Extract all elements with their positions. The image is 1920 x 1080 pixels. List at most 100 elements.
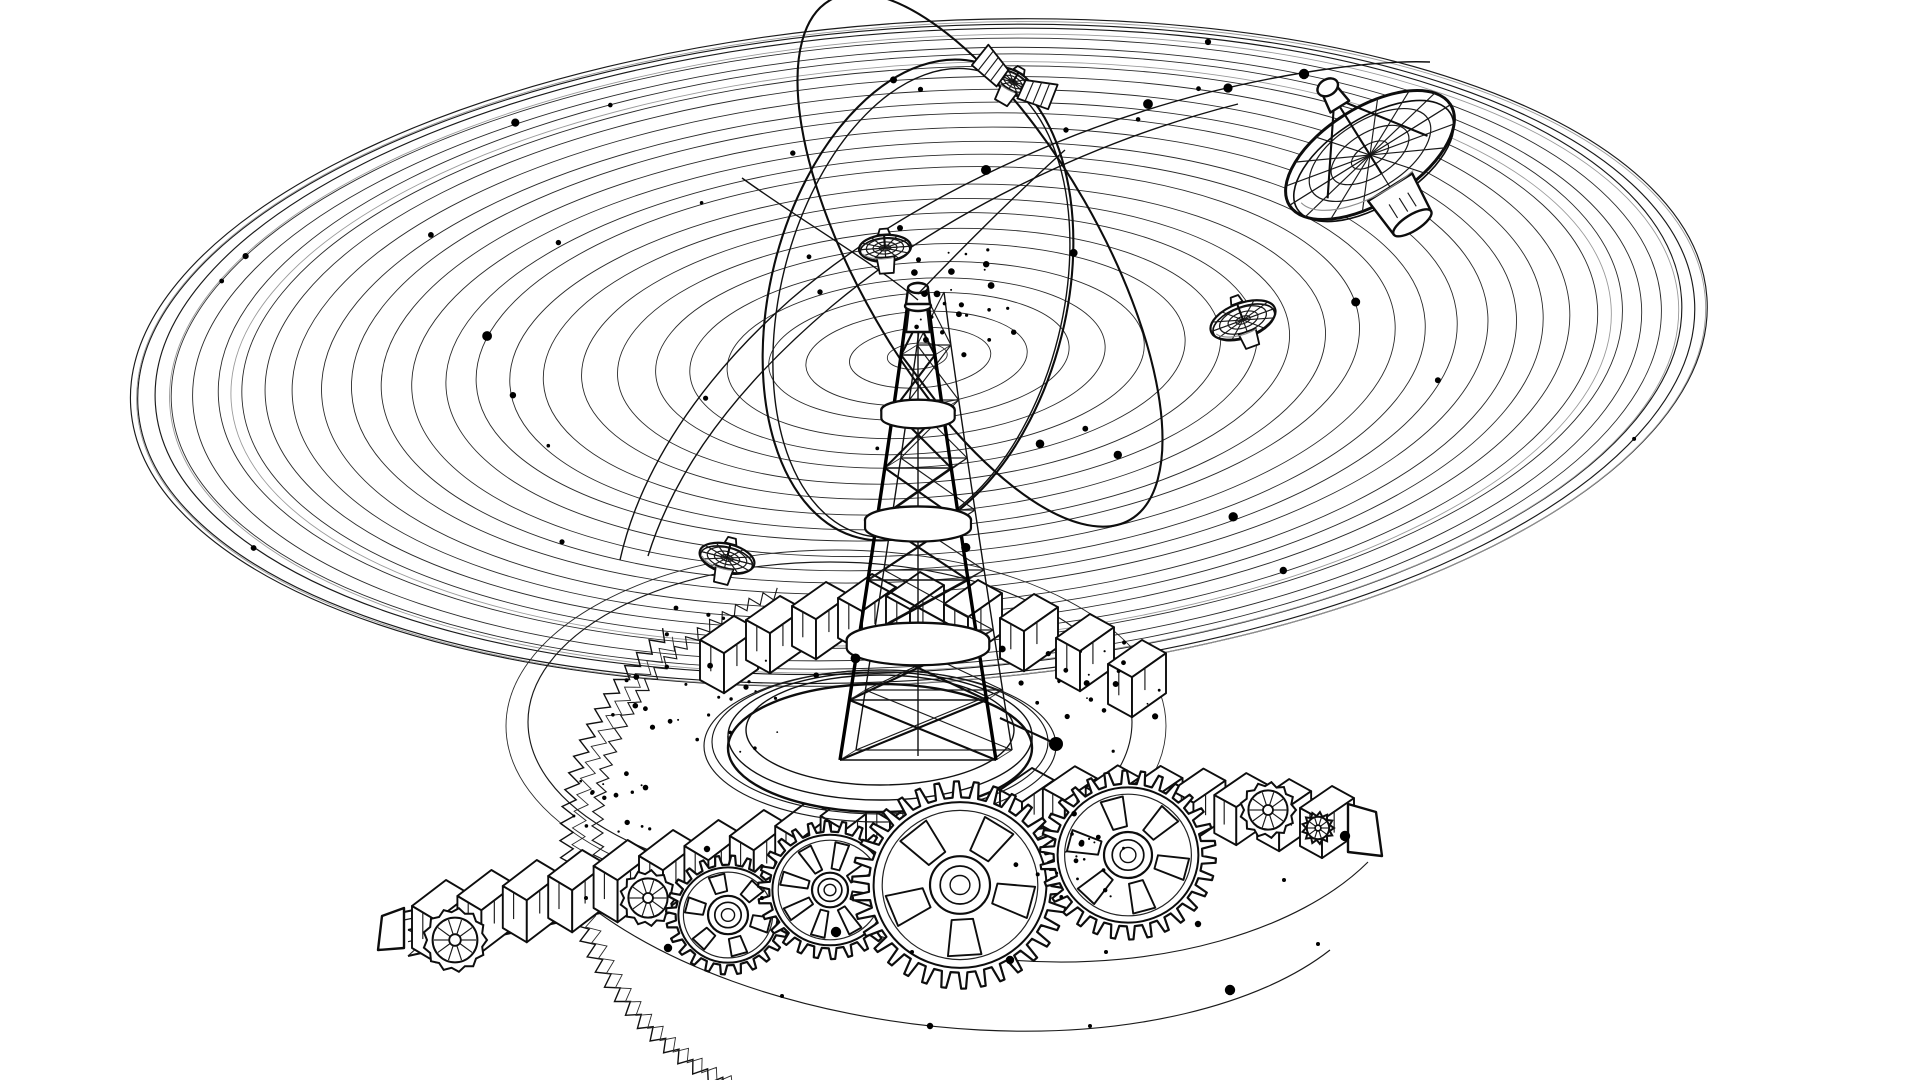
cargo-crate [999, 593, 1059, 673]
orbit-node-dot [1316, 942, 1320, 946]
orbit-node-dot [817, 289, 823, 295]
wheel-spoke [456, 919, 463, 935]
conveyor-wheel [1239, 780, 1298, 840]
ink-speckle [1055, 871, 1059, 875]
wheel-spoke [447, 919, 454, 935]
signal-ring-13 [445, 153, 1396, 558]
ink-speckle [764, 659, 768, 662]
gear-rim-inner [1063, 793, 1192, 917]
ink-speckle [747, 680, 751, 684]
ink-speckle [987, 282, 995, 289]
conveyor-end-cap [376, 906, 406, 952]
dish-feed-horn [1012, 65, 1026, 76]
ink-speckle [956, 311, 962, 318]
wheel-spoke [447, 945, 454, 961]
signal-ring-2 [154, 27, 1683, 676]
orbit-node-dot [1196, 86, 1201, 92]
ink-speckle [1045, 651, 1051, 657]
ink-speckle [1006, 306, 1010, 310]
ink-speckle [729, 697, 733, 701]
conveyor-wheel [422, 906, 489, 974]
ink-speckle [721, 616, 726, 620]
tower-depth-tie [884, 457, 902, 469]
orbit-node-dot [1223, 83, 1233, 93]
ink-speckle [640, 784, 643, 787]
orbit-node-dot [1135, 117, 1141, 122]
ink-speckle [914, 324, 919, 330]
orbit-node-dot [559, 539, 565, 545]
ink-speckle [590, 790, 595, 795]
tower-platform-edge-1 [863, 520, 973, 543]
ink-speckle [1088, 837, 1091, 841]
gear-spoke [1128, 879, 1157, 915]
ink-speckle [643, 706, 648, 712]
dish-shading [862, 253, 894, 260]
ink-speckle [1101, 868, 1106, 872]
orbit-node-dot [1282, 878, 1286, 882]
orbit-node-dot [1005, 955, 1015, 965]
conveyor-wheel [1300, 810, 1336, 846]
orbit-node-dot [546, 443, 551, 448]
ink-speckle [1152, 713, 1159, 720]
ink-speckle [942, 301, 947, 306]
ink-speckle [773, 696, 778, 700]
gear-spoke [779, 870, 811, 890]
orbiting-dish-satellite [857, 227, 913, 275]
ink-speckle [1064, 713, 1070, 720]
orbit-node-dot [806, 254, 812, 260]
orbit-node-dot [790, 150, 796, 156]
cargo-crate [1055, 613, 1115, 693]
orbit-node-dot [850, 653, 861, 664]
dish-shading [701, 555, 733, 571]
ink-speckle [1035, 872, 1040, 877]
gear-spoke [1142, 805, 1180, 841]
ink-speckle [1087, 673, 1090, 676]
ink-speckle [940, 330, 945, 335]
solar-panel-cell-line [977, 50, 994, 71]
gear-spoke [969, 815, 1015, 863]
wheel-spoke [437, 942, 451, 953]
orbit-node-dot [703, 845, 711, 853]
ink-speckle [1073, 858, 1079, 864]
dish-mount [994, 83, 1018, 108]
orbit-node-dot [875, 446, 880, 451]
dish-feed-tripod [1326, 100, 1428, 199]
orbit-node-dot [584, 896, 588, 900]
ink-speckle [602, 795, 607, 800]
ink-speckle [677, 718, 680, 721]
orbit-node-dot [961, 542, 971, 553]
ink-speckle [739, 750, 742, 753]
antenna-feed-line [917, 149, 1066, 295]
solar-panel-cell-line [989, 63, 1004, 82]
wheel-spoke [1309, 821, 1317, 827]
wheel-spoke [1271, 812, 1284, 822]
ink-speckle [911, 269, 918, 276]
dish-feed-horn [877, 227, 891, 236]
tower-leg-back-right [943, 291, 1013, 751]
signal-ring-1 [137, 23, 1696, 685]
wheel-spoke [632, 886, 645, 896]
signal-ring-19 [655, 243, 1186, 469]
ink-speckle [1146, 702, 1149, 705]
orbit-node-dot [998, 645, 1006, 653]
ink-speckle [1013, 862, 1019, 868]
wheel-spoke [641, 880, 647, 894]
ink-speckle [1103, 650, 1106, 653]
ink-speckle [572, 814, 576, 818]
ink-speckle [617, 830, 620, 833]
ink-speckle [1095, 834, 1101, 840]
ink-speckle [958, 302, 965, 308]
gear-spoke [739, 879, 765, 904]
ink-speckle [602, 783, 605, 786]
gear-spoke [809, 908, 830, 939]
orbit-node-dot [1279, 566, 1288, 575]
dish-pedestal-louvre [1388, 192, 1417, 219]
wheel-spoke [1309, 829, 1317, 835]
ink-speckle [1103, 888, 1108, 893]
ink-speckle [664, 664, 669, 669]
wheel-spoke [459, 927, 473, 938]
wheel-spoke [1269, 792, 1275, 806]
orbit-node-dot [608, 102, 613, 108]
